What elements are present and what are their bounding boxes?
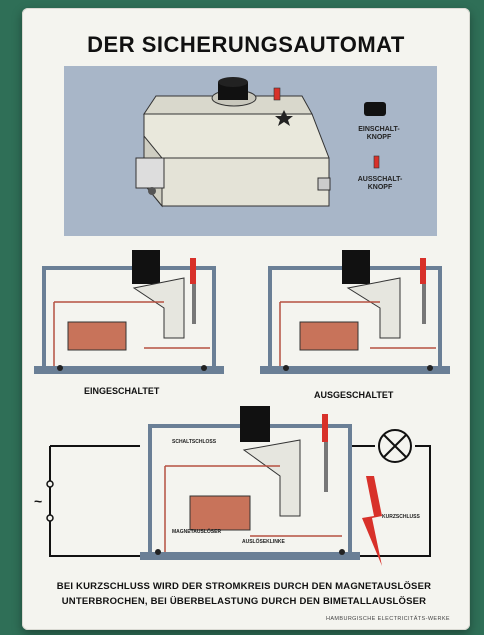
state-off-label: AUSGESCHALTET bbox=[314, 390, 394, 400]
inner-label-top: SCHALTSCHLOSS bbox=[172, 439, 217, 445]
caption-line-2: UNTERBROCHEN, BEI ÜBERBELASTUNG DURCH DE… bbox=[61, 596, 427, 607]
poster: DER SICHERUNGSAUTOMAT EINSCHALT- KNOPF A… bbox=[22, 8, 470, 630]
on-button-legend-label: EINSCHALT- KNOPF bbox=[358, 126, 400, 141]
diagram-switched-on bbox=[34, 250, 224, 374]
inner-label-bottom: AUSLÖSEKLINKE bbox=[242, 539, 285, 545]
off-button-legend-label: AUSSCHALT- KNOPF bbox=[357, 176, 403, 191]
breaker-device-illustration bbox=[135, 77, 386, 208]
state-on-label: EINGESCHALTET bbox=[84, 386, 160, 396]
short-circuit-label: KURZSCHLUSS bbox=[382, 514, 420, 520]
inner-label-mid: MAGNETAUSLÖSER bbox=[172, 529, 222, 535]
poster-title: DER SICHERUNGSAUTOMAT bbox=[87, 32, 405, 57]
diagram-switched-off bbox=[260, 250, 450, 374]
caption-line-1: BEI KURZSCHLUSS WIRD DER STROMKREIS DURC… bbox=[56, 581, 432, 592]
circuit-diagram bbox=[46, 406, 431, 566]
ac-source-symbol: ~ bbox=[34, 493, 43, 509]
maker-imprint: HAMBURGISCHE ELECTRICITÄTS-WERKE bbox=[325, 616, 450, 622]
hero-panel: EINSCHALT- KNOPF AUSSCHALT- KNOPF bbox=[64, 66, 437, 236]
